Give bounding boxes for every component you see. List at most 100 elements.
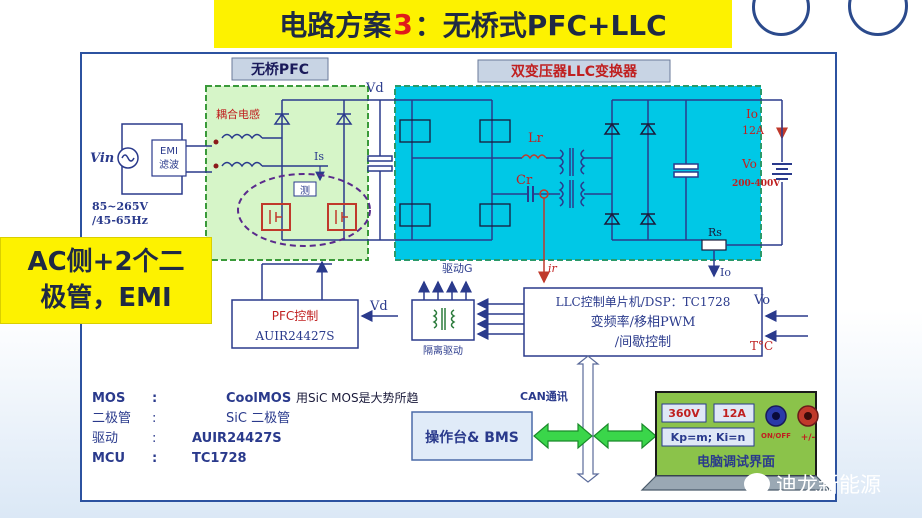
vin-label: Vin xyxy=(90,151,114,166)
ir-label: ir xyxy=(548,262,558,275)
spec-drive-key: 驱动 xyxy=(92,431,118,446)
llc-header: 双变压器LLC变换器 xyxy=(511,63,638,80)
emi-filter-box xyxy=(151,139,187,177)
pc-pid-display[interactable] xyxy=(661,427,755,447)
emi-label-2: 滤波 xyxy=(159,158,179,171)
bus-capacitor-icon xyxy=(367,155,393,162)
callout-line-1: AC侧+2个二 xyxy=(27,247,185,277)
can-label: CAN通讯 xyxy=(520,390,568,403)
cr-label: Cr xyxy=(516,173,533,188)
onoff-label: ON/OFF xyxy=(761,432,791,440)
title-suffix: ：无桥式PFC+LLC xyxy=(414,9,667,42)
pc-voltage-display[interactable] xyxy=(661,403,707,423)
vin-freq: /45-65Hz xyxy=(92,214,148,227)
pc-caption: 电脑调试界面 xyxy=(697,454,775,470)
llc-switch-q1-icon xyxy=(399,119,431,143)
pc-link-arrow xyxy=(593,422,657,450)
console-label: 操作台& BMS xyxy=(425,429,519,446)
vo-label: Vo xyxy=(741,157,757,171)
io-value: 12A xyxy=(742,124,765,137)
plusminus-label: +/- xyxy=(801,433,816,443)
isolation-transformer-icon xyxy=(432,308,456,330)
spec-mcu-value: TC1728 xyxy=(192,451,247,466)
controller-line-2: 变频率/移相PWM xyxy=(591,314,696,330)
can-bus-arrow xyxy=(576,355,600,483)
spec-diode-key: 二极管 xyxy=(92,411,131,426)
coupled-inductor-label: 耦合电感 xyxy=(216,107,260,121)
output-capacitor-icon xyxy=(673,163,699,170)
pfc-controller-box xyxy=(231,299,359,349)
inductor-1-icon xyxy=(221,133,263,140)
circuit-diagram-frame: 无桥PFC 双变压器LLC变换器 Vin 85~265V /45-65Hz EM… xyxy=(80,52,837,502)
spec-mos-key: MOS xyxy=(92,391,125,406)
emi-label-1: EMI xyxy=(160,146,178,157)
dual-transformer-icon xyxy=(558,148,586,208)
ac-side-callout: AC侧+2个二 极管，EMI xyxy=(0,237,212,324)
vd-label: Vd xyxy=(365,81,384,96)
controller-to-drive-arrows xyxy=(476,298,524,340)
vin-range: 85~265V xyxy=(92,200,148,213)
llc-controller-box xyxy=(523,287,763,357)
pfc-control-chip: AUIR24427S xyxy=(255,329,335,343)
controller-temp-input: T°C xyxy=(750,339,773,353)
pfc-mosfet-1-icon xyxy=(261,203,291,231)
title-prefix: 电路方案 xyxy=(279,9,392,42)
pfc-mosfet-2-icon xyxy=(327,203,357,231)
spec-diode-sep: : xyxy=(152,411,156,426)
controller-vo-input: Vo xyxy=(753,293,770,308)
wechat-icon xyxy=(744,473,770,495)
llc-switch-q4-icon xyxy=(479,203,511,227)
lr-label: Lr xyxy=(528,131,544,146)
spec-mcu-key: MCU xyxy=(92,451,125,466)
controller-line-1: LLC控制单片机/DSP：TC1728 xyxy=(556,295,731,309)
spec-diode-value: SiC 二极管 xyxy=(226,411,290,426)
console-box xyxy=(411,411,533,461)
pfc-control-vd: Vd xyxy=(369,299,388,314)
llc-switch-q2-icon xyxy=(479,119,511,143)
pfc-header: 无桥PFC xyxy=(250,61,309,78)
llc-switch-q3-icon xyxy=(399,203,431,227)
pc-current-display[interactable] xyxy=(713,403,755,423)
pfc-header-box xyxy=(231,57,329,81)
vo-range: 200-400V xyxy=(732,179,781,189)
isolated-drive-box xyxy=(411,299,475,341)
drive-g-label: 驱动G xyxy=(442,262,473,275)
llc-header-box xyxy=(477,59,671,83)
pc-current-value: 12A xyxy=(722,407,746,420)
sec-diode-4-icon xyxy=(639,212,657,225)
isolated-drive-label: 隔离驱动 xyxy=(423,344,463,357)
battery-icon xyxy=(772,163,792,180)
io-sense-label: Io xyxy=(720,266,731,279)
measure-box xyxy=(293,181,317,197)
callout-line-2: 极管，EMI xyxy=(40,283,172,313)
is-label: Is xyxy=(314,150,324,163)
pc-voltage-value: 360V xyxy=(668,407,700,420)
console-link-arrow xyxy=(533,422,593,450)
sec-diode-1-icon xyxy=(603,122,621,135)
watermark: 迪龙新能源 xyxy=(744,464,922,504)
pc-pid-value: Kp=m; Ki=n xyxy=(671,431,746,444)
inductor-2-icon xyxy=(221,161,263,168)
sec-diode-3-icon xyxy=(603,212,621,225)
spec-mcu-sep: : xyxy=(152,451,157,466)
pfc-control-label: PFC控制 xyxy=(272,309,319,323)
spec-drive-value: AUIR24427S xyxy=(192,431,282,446)
current-sense-ellipse xyxy=(237,173,371,247)
spec-mos-value: CoolMOS xyxy=(226,391,291,406)
controller-line-3: /间歇控制 xyxy=(615,335,671,350)
watermark-text: 迪龙新能源 xyxy=(776,473,881,497)
lr-inductor-icon xyxy=(521,154,547,160)
circuit-diagram: 无桥PFC 双变压器LLC变换器 Vin 85~265V /45-65Hz EM… xyxy=(90,57,832,491)
secondary-diodes xyxy=(603,122,657,225)
spec-mos-note: 用SiC MOS是大势所趋 xyxy=(296,391,419,405)
spec-mos-sep: : xyxy=(152,391,157,406)
specs-list: MOS : CoolMOS 用SiC MOS是大势所趋 二极管 : SiC 二极… xyxy=(92,391,419,466)
io-label: Io xyxy=(746,107,758,121)
rs-resistor-icon xyxy=(701,239,727,251)
pfc-diode-2-icon xyxy=(335,112,353,125)
llc-zone xyxy=(394,85,762,261)
rs-label: Rs xyxy=(708,226,722,239)
sec-diode-2-icon xyxy=(639,122,657,135)
pfc-diode-1-icon xyxy=(273,112,291,125)
